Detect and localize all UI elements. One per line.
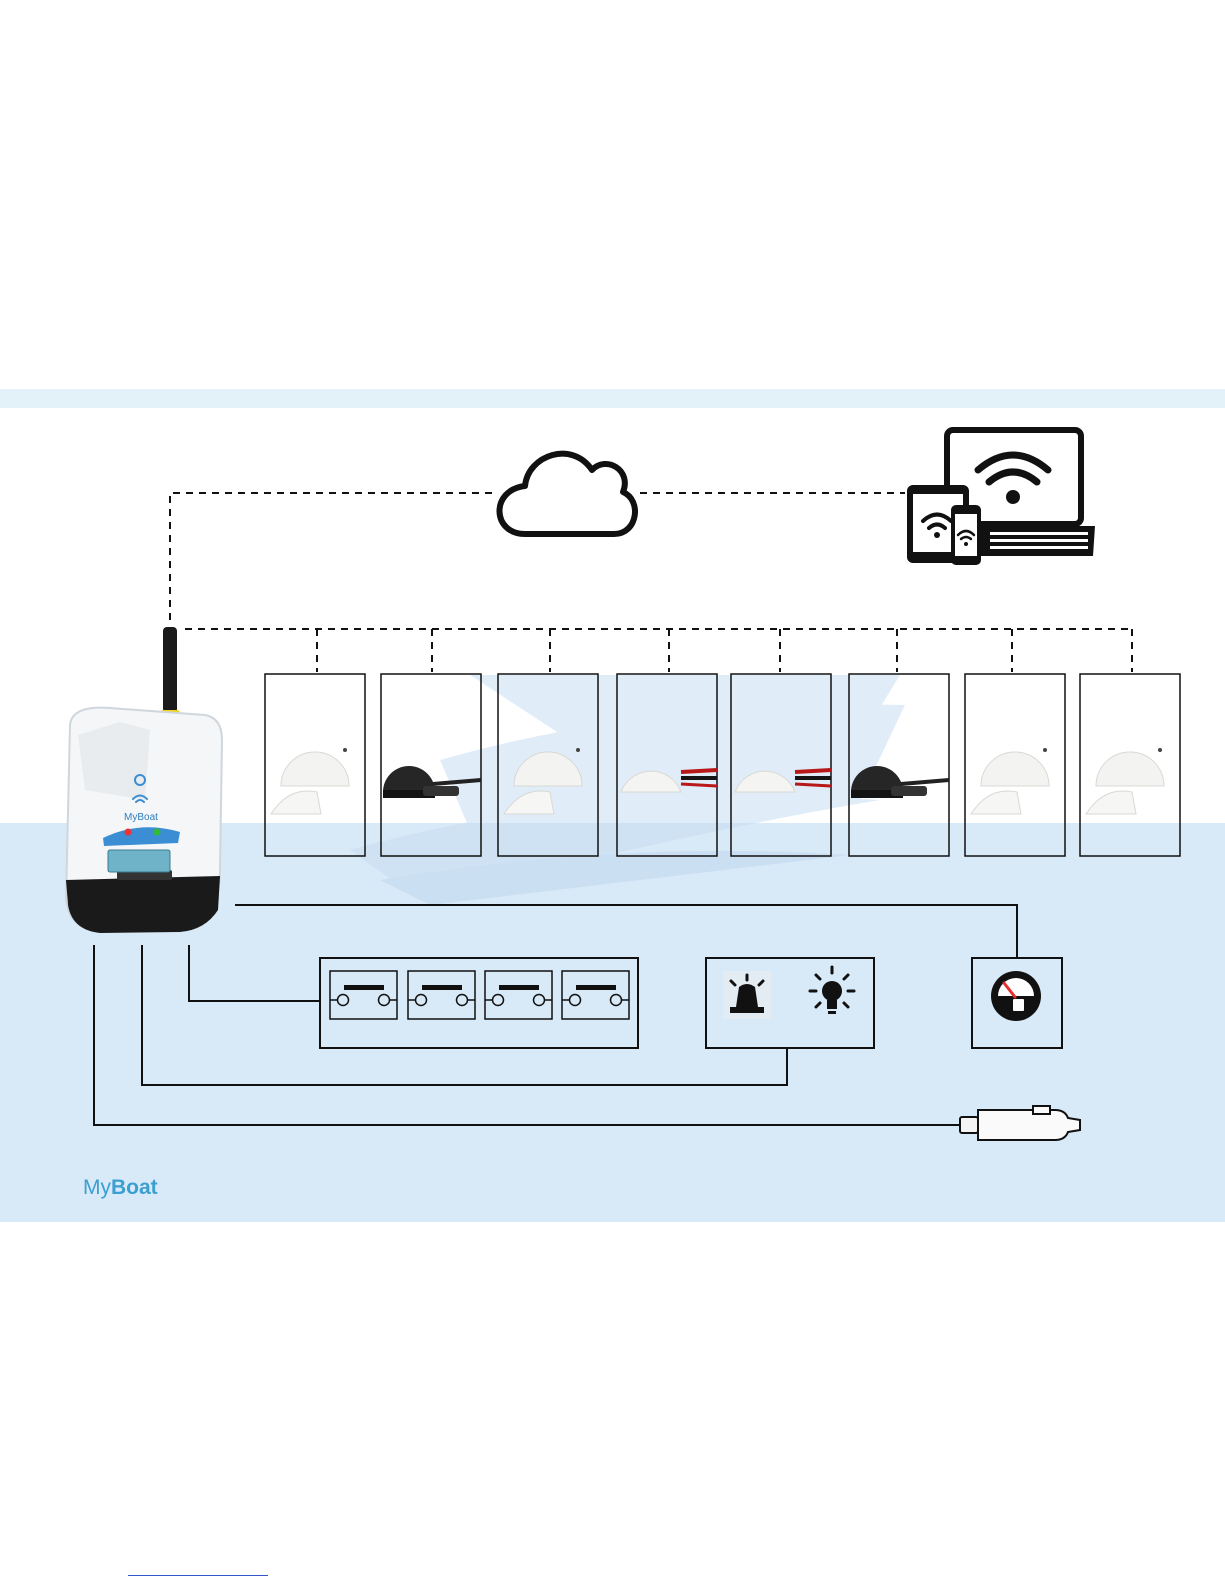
device-label: MyBoat: [124, 812, 158, 823]
antenna: [163, 627, 177, 713]
brand-wordmark: MyBoat: [83, 1176, 158, 1200]
brand-word-2: Boat: [111, 1176, 158, 1199]
fuel-gauge-icon: [991, 971, 1041, 1021]
brand-word-1: My: [83, 1176, 111, 1199]
device-screen: [108, 850, 170, 872]
footer-rule: [128, 1575, 268, 1576]
top-band: [0, 389, 1225, 408]
light-bulb-icon: [810, 967, 854, 1014]
siren-icon: [723, 971, 771, 1019]
cigarette-plug-icon: [960, 1106, 1080, 1140]
